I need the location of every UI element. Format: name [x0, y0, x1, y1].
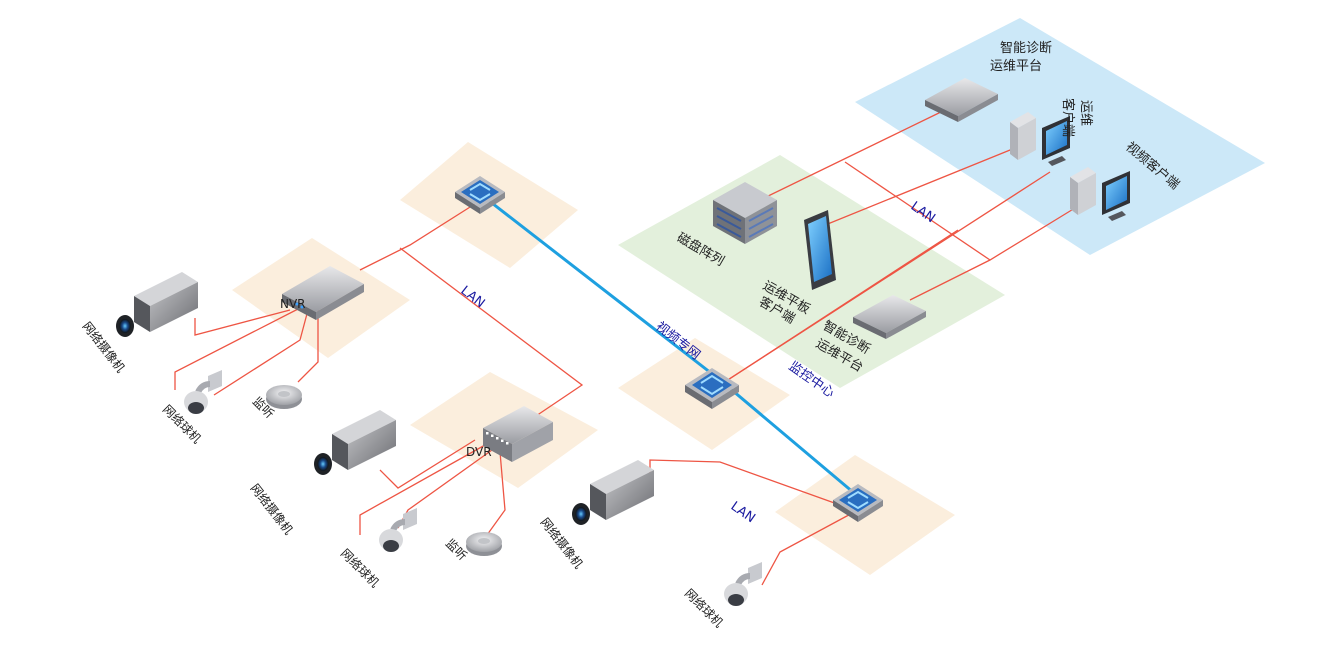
- lan-links: [174, 109, 1076, 586]
- ip-camera-2-label: 网络摄像机: [248, 481, 297, 538]
- network-switch-icon: [833, 484, 883, 522]
- audio-2-label: 监听: [443, 536, 470, 563]
- tablet-icon: [804, 210, 836, 290]
- lan-label-left: LAN: [458, 283, 488, 311]
- smart-diag-top-label-1: 智能诊断: [1000, 41, 1052, 56]
- ops-client-label-1: 运维: [1078, 100, 1093, 126]
- dome-camera-icon: [379, 508, 417, 552]
- dvr-label: DVR: [466, 445, 492, 459]
- dome-camera-2-label: 网络球机: [338, 546, 383, 591]
- ops-client-label-2: 客户端: [1060, 98, 1076, 137]
- nvr-label: NVR: [280, 297, 306, 311]
- ip-camera-icon: [116, 272, 198, 337]
- network-switch-icon: [685, 368, 739, 409]
- nvr-icon: [282, 266, 364, 320]
- network-switch-icon: [455, 176, 505, 214]
- smart-diag-top-label-2: 运维平台: [990, 59, 1042, 74]
- audio-pickup-icon: [266, 385, 302, 409]
- dome-camera-icon: [184, 370, 222, 414]
- lan-label-bottom: LAN: [728, 499, 758, 526]
- audio-pickup-icon: [466, 532, 502, 556]
- dvr-icon: [483, 406, 553, 462]
- server-appliance-icon: [925, 78, 998, 122]
- disk-array-icon: [713, 182, 777, 244]
- desktop-pc-icon: [1070, 167, 1130, 221]
- ip-camera-icon: [572, 460, 654, 525]
- desktop-pc-icon: [1010, 112, 1070, 166]
- ip-camera-icon: [314, 410, 396, 475]
- server-appliance-icon: [853, 295, 926, 339]
- dome-camera-icon: [724, 562, 762, 606]
- dome-camera-3-label: 网络球机: [682, 586, 727, 631]
